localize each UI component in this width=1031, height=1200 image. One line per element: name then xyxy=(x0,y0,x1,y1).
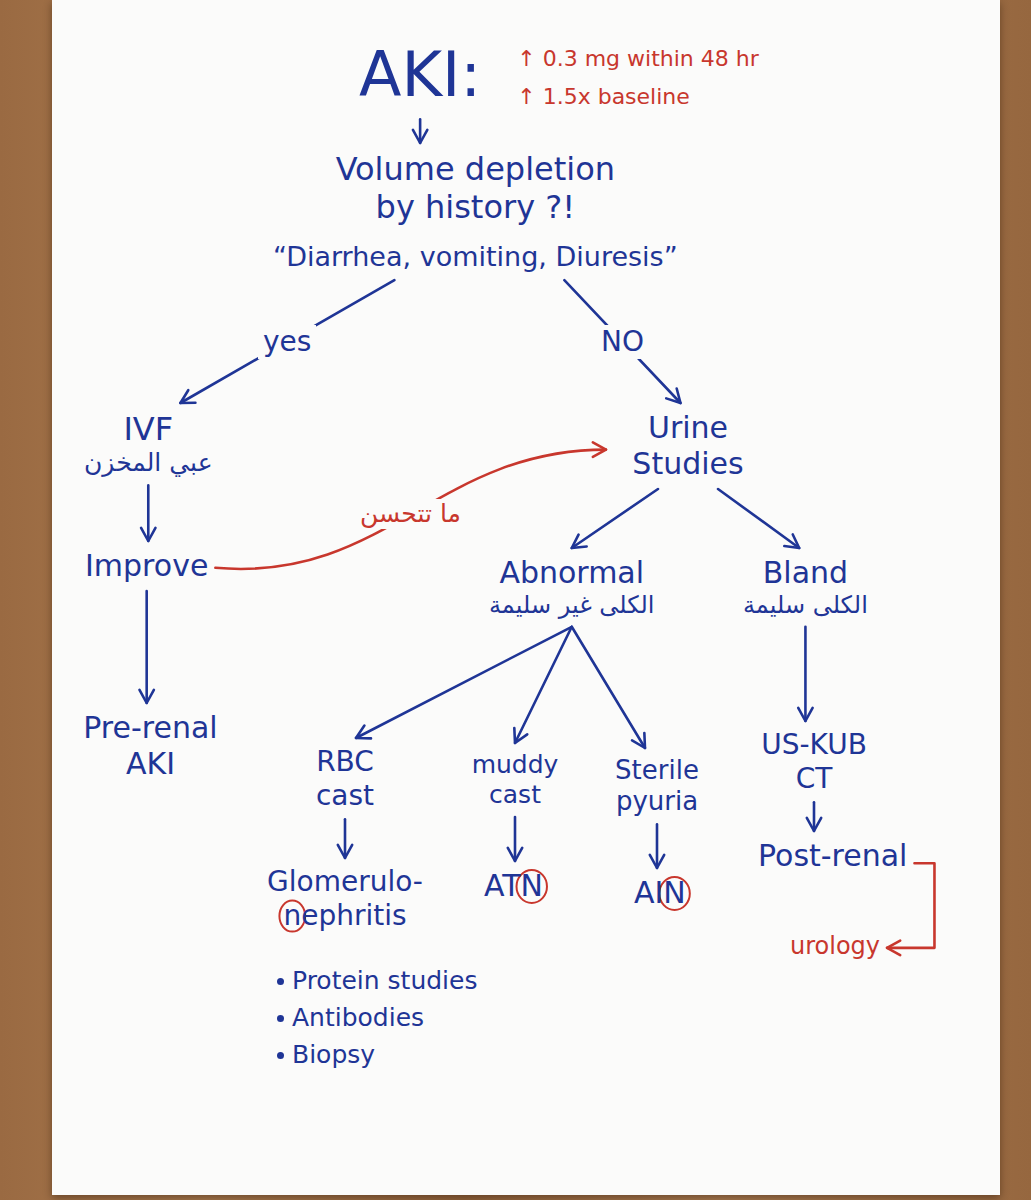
bullet-dot xyxy=(277,1052,284,1059)
arrow-head xyxy=(632,733,645,748)
arrow-head xyxy=(666,388,680,403)
connector-line xyxy=(515,627,572,743)
flow-arrow xyxy=(798,627,812,721)
referral-node: urology xyxy=(790,932,880,961)
arrow-head xyxy=(650,855,664,868)
flow-arrow xyxy=(564,280,680,403)
node-text: US-KUB CT xyxy=(749,728,879,795)
node-text: Glomerulo- nephritis xyxy=(255,865,435,932)
edge-label: yes xyxy=(258,325,316,359)
node-text: Urine Studies xyxy=(613,410,763,482)
edge-label: ما تتحسن xyxy=(355,499,466,529)
node-text: Pre-renal AKI xyxy=(63,710,238,782)
arrow-head xyxy=(887,941,900,955)
finding-node: Sterile pyuria xyxy=(597,755,717,817)
flow-arrow xyxy=(718,489,799,548)
finding-node: RBC cast xyxy=(290,745,400,812)
flow-arrow xyxy=(413,119,427,143)
node-text: AIN xyxy=(634,875,686,911)
step-node: Urine Studies xyxy=(613,410,763,482)
diagnosis-node: Post-renal xyxy=(758,838,907,874)
flow-arrow xyxy=(572,489,658,548)
node-text: muddy cast xyxy=(460,750,570,810)
diagnosis-node: ATN xyxy=(484,868,543,904)
connector-line xyxy=(145,591,148,703)
arrow-head xyxy=(784,534,799,548)
result-node: Pre-renal AKI xyxy=(63,710,238,782)
criteria-note: ↑ 0.3 mg within 48 hr xyxy=(517,46,759,72)
node-text: Abnormal xyxy=(489,555,655,591)
connector-line xyxy=(215,450,606,569)
connector-line xyxy=(356,627,572,738)
connector-line xyxy=(656,824,659,868)
flow-arrow xyxy=(807,802,821,831)
node-text: Bland xyxy=(743,555,868,591)
test-node: US-KUB CT xyxy=(749,728,879,795)
connector-line xyxy=(344,819,347,858)
connector-line xyxy=(147,485,150,541)
step-node: Improve xyxy=(85,548,208,584)
node-text: عبي المخزن xyxy=(84,448,213,478)
node-text: IVF xyxy=(84,410,213,448)
node-text: Sterile pyuria xyxy=(597,755,717,817)
diagnosis-node: Glomerulo- nephritis xyxy=(255,865,435,932)
connector-line xyxy=(564,280,680,403)
node-text: الكلى غير سليمة xyxy=(489,591,655,620)
connector-line xyxy=(572,627,645,748)
diagnosis-node: AIN xyxy=(634,875,686,911)
note-text: Biopsy xyxy=(292,1040,375,1070)
flow-arrow xyxy=(215,442,606,569)
edge-label: NO xyxy=(596,325,649,359)
arrow-head xyxy=(798,708,812,721)
arrow-head xyxy=(593,442,606,456)
arrow-head xyxy=(572,535,587,548)
finding-node: Abnormalالكلى غير سليمة xyxy=(489,555,655,620)
node-text: الكلى سليمة xyxy=(743,591,868,620)
arrow-head xyxy=(141,528,155,541)
arrow-head xyxy=(338,845,352,858)
note-text: Protein studies xyxy=(292,966,477,996)
flow-arrow xyxy=(572,627,645,748)
flow-arrow xyxy=(508,817,522,861)
node-text: Post-renal xyxy=(758,838,907,874)
arrow-head xyxy=(508,848,522,861)
flow-arrow xyxy=(180,280,394,403)
bullet-dot xyxy=(277,1015,284,1022)
connector-line xyxy=(804,627,807,721)
flow-arrow xyxy=(650,824,664,868)
flow-arrow xyxy=(887,863,934,955)
node-text: urology xyxy=(790,932,880,961)
flow-arrow xyxy=(139,591,153,703)
finding-node: Blandالكلى سليمة xyxy=(743,555,868,620)
node-text: Volume depletion by history ?! xyxy=(325,150,625,227)
flow-arrow xyxy=(141,485,155,541)
question-node: Volume depletion by history ?! “Diarrhea,… xyxy=(273,150,678,273)
arrow-head xyxy=(180,390,195,403)
bullet-dot xyxy=(277,978,284,985)
flow-arrow xyxy=(338,819,352,858)
arrow-head xyxy=(807,818,821,831)
node-text: AKI: xyxy=(359,38,481,112)
flow-arrow xyxy=(356,627,572,739)
arrow-head xyxy=(139,690,153,703)
flow-arrow xyxy=(514,627,571,743)
node-text: ATN xyxy=(484,868,543,904)
node-text: RBC cast xyxy=(290,745,400,812)
connector-line xyxy=(887,863,934,948)
action-node: IVFعبي المخزن xyxy=(84,410,213,478)
connector-line xyxy=(718,489,799,548)
arrow-head xyxy=(514,728,527,743)
heading-node: AKI:↑ 0.3 mg within 48 hr↑ 1.5x baseline xyxy=(359,38,481,112)
node-text: “Diarrhea, vomiting, Diuresis” xyxy=(273,241,678,273)
criteria-note: ↑ 1.5x baseline xyxy=(517,84,690,110)
node-text: Improve xyxy=(85,548,208,584)
connector-line xyxy=(514,817,517,861)
arrow-head xyxy=(356,726,371,739)
arrow-head xyxy=(413,130,427,143)
connector-line xyxy=(180,280,394,403)
connector-line xyxy=(572,489,658,548)
note-text: Antibodies xyxy=(292,1003,424,1033)
finding-node: muddy cast xyxy=(460,750,570,810)
